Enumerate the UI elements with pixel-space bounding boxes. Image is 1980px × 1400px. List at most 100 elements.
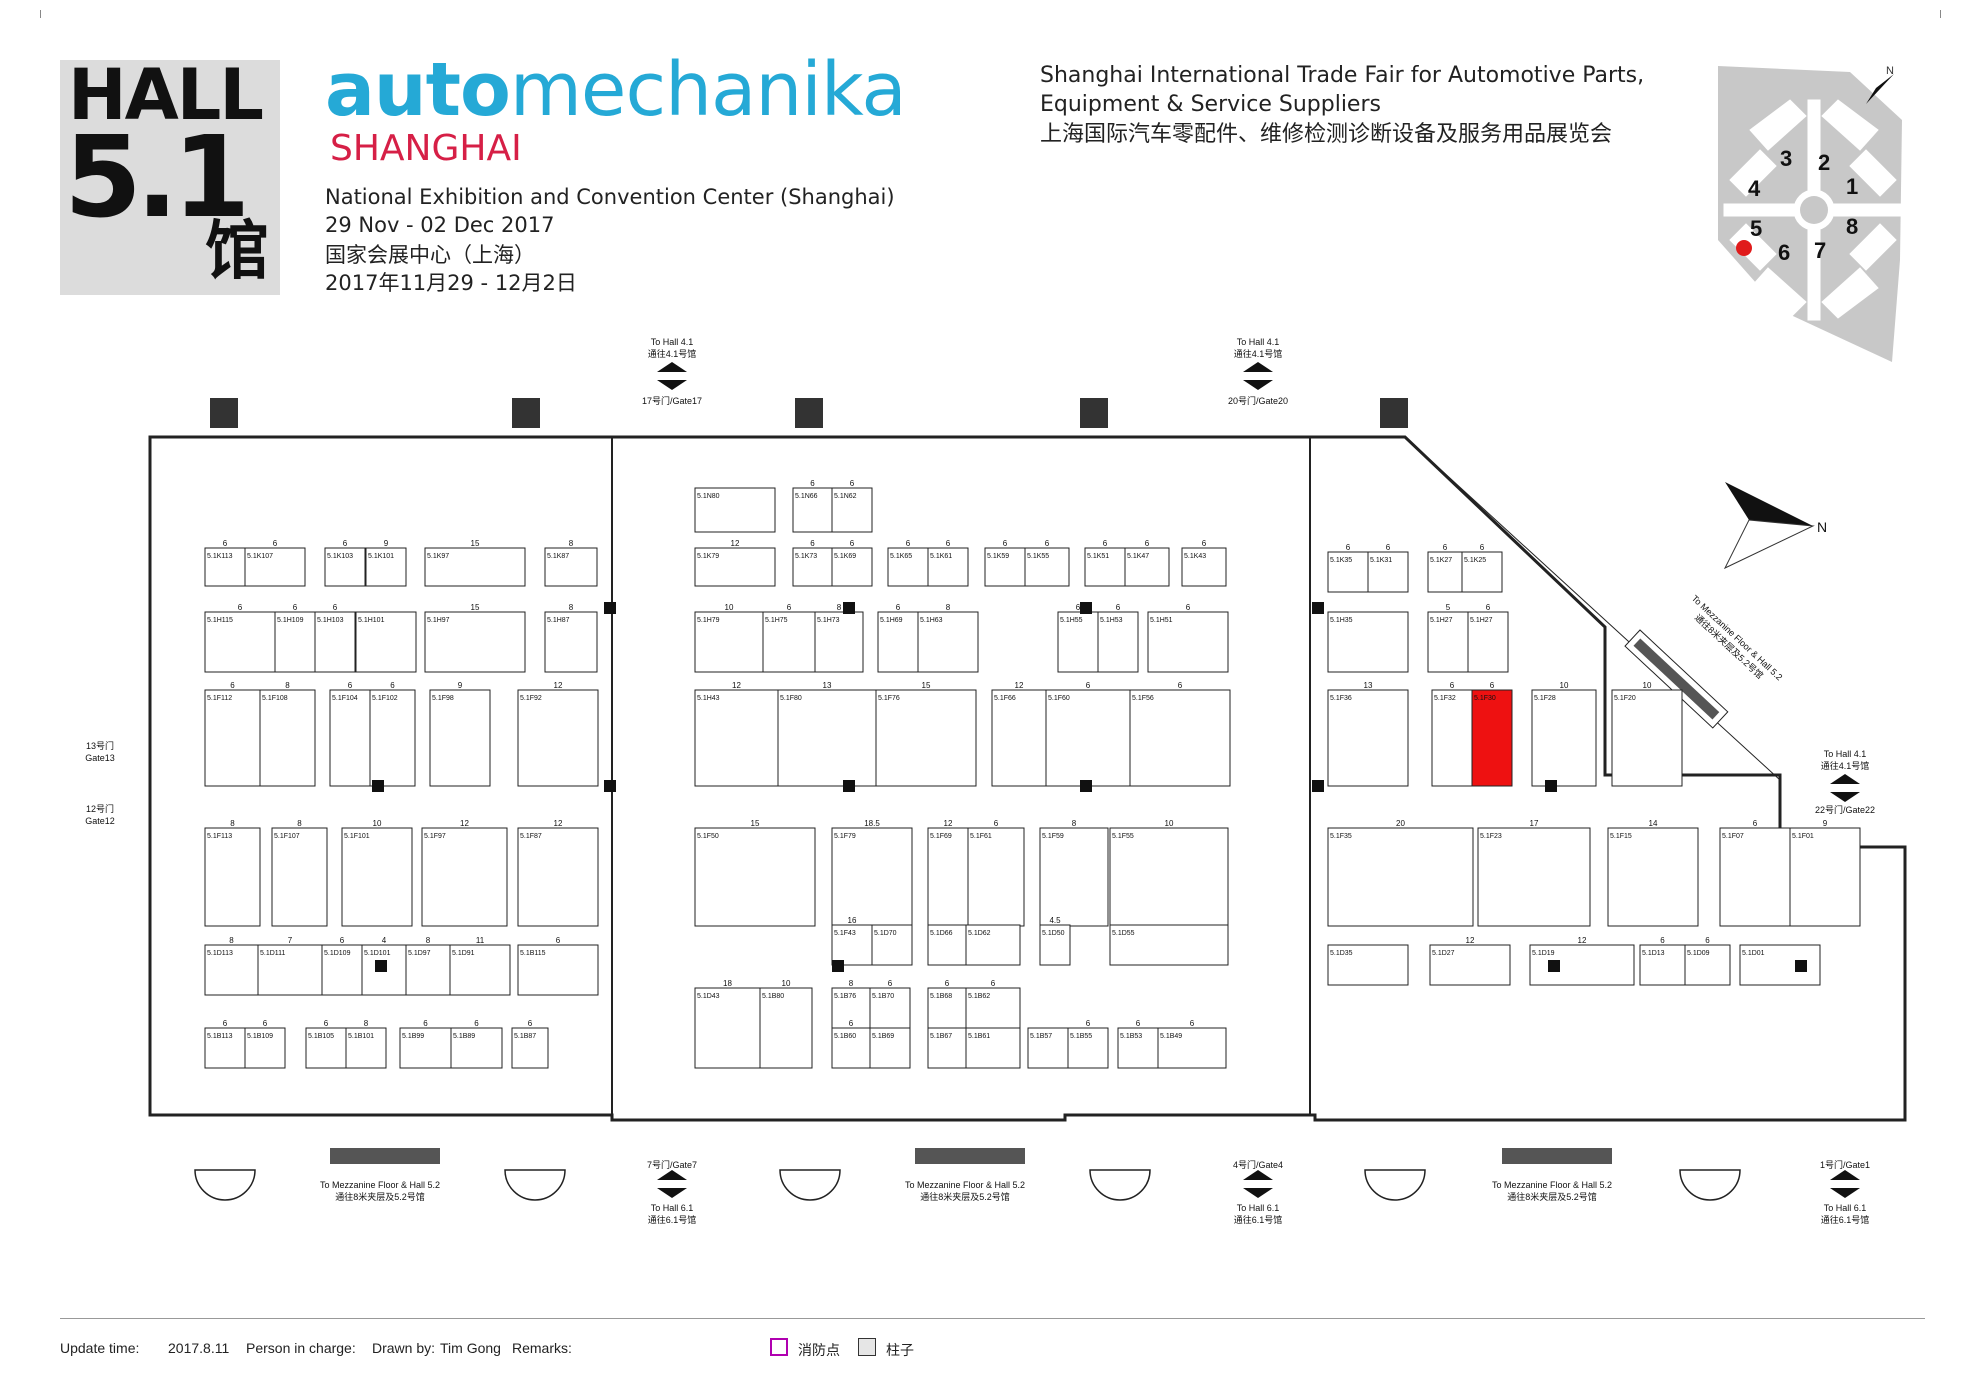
- booth[interactable]: 5.1D66: [927, 924, 967, 966]
- booth[interactable]: 5.1D62: [965, 924, 1021, 966]
- booth[interactable]: 5.1D70: [871, 924, 913, 966]
- booth[interactable]: 5.1B67: [927, 1027, 967, 1069]
- booth[interactable]: 5.1B61: [965, 1027, 1021, 1069]
- booth[interactable]: 5.1B57: [1027, 1027, 1069, 1069]
- booth[interactable]: 5.1H35: [1327, 611, 1409, 673]
- booth[interactable]: 5.1F20: [1611, 689, 1683, 787]
- booth[interactable]: 5.1D55: [1109, 924, 1229, 966]
- booth[interactable]: 5.1H101: [355, 611, 417, 673]
- booth[interactable]: 5.1N80: [694, 487, 776, 533]
- booth[interactable]: 5.1D01: [1739, 944, 1821, 986]
- booth[interactable]: 5.1D35: [1327, 944, 1409, 986]
- booth[interactable]: 5.1F28: [1531, 689, 1597, 787]
- booth[interactable]: 5.1B69: [869, 1027, 911, 1069]
